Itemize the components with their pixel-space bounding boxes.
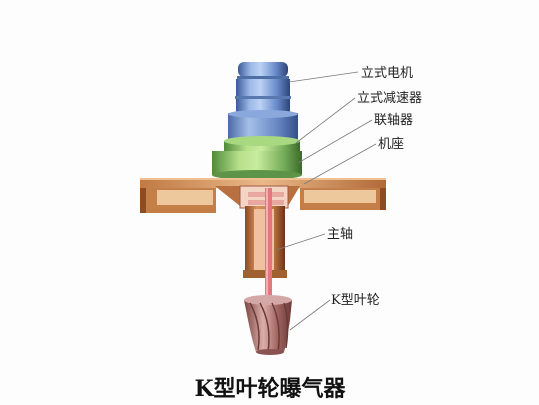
impeller-blade [259, 302, 270, 353]
labels: 立式电机 立式减速器 联轴器 机座 主轴 K型叶轮 [327, 66, 422, 308]
motor-lower-rim [228, 110, 298, 118]
base-right-edge [380, 186, 386, 210]
leader-line-coupling [297, 119, 373, 164]
base-left-cutaway [157, 190, 213, 205]
motor-band [237, 76, 289, 79]
leader-line-motor [288, 71, 359, 83]
base-left-edge [140, 186, 146, 213]
motor-top-cap [238, 62, 288, 77]
k-impeller [244, 295, 292, 355]
label-impeller: K型叶轮 [331, 293, 380, 308]
shaft-body [265, 188, 272, 300]
base-top-plate [140, 178, 386, 188]
coupling [239, 185, 289, 209]
leader-lines [275, 71, 377, 331]
label-coupling: 联轴器 [374, 113, 413, 128]
leader-line-base [303, 143, 377, 185]
label-base: 机座 [378, 137, 404, 152]
impeller-bottom [256, 349, 284, 355]
impeller-blade [283, 302, 289, 349]
vertical-reducer [212, 136, 302, 180]
label-reducer: 立式减速器 [357, 91, 422, 106]
label-shaft: 主轴 [327, 227, 353, 242]
leader-line-impeller [289, 299, 331, 331]
leader-line-reducer [295, 97, 356, 144]
diagram-caption: K型叶轮曝气器 [194, 376, 346, 402]
main-shaft [265, 188, 272, 300]
shaft-highlight [266, 188, 268, 300]
motor-band [235, 96, 291, 99]
impeller-hub [244, 295, 292, 305]
leader-line-shaft [275, 233, 326, 251]
reducer-upper [224, 141, 300, 152]
impeller-blade [271, 302, 280, 353]
impeller-blade [249, 302, 260, 351]
base-right-cutaway [304, 190, 376, 203]
reducer-bottom [212, 170, 302, 180]
vertical-motor [228, 62, 298, 140]
label-motor: 立式电机 [361, 66, 413, 81]
base-top-highlight [140, 178, 386, 180]
reducer-top-face [224, 136, 300, 146]
